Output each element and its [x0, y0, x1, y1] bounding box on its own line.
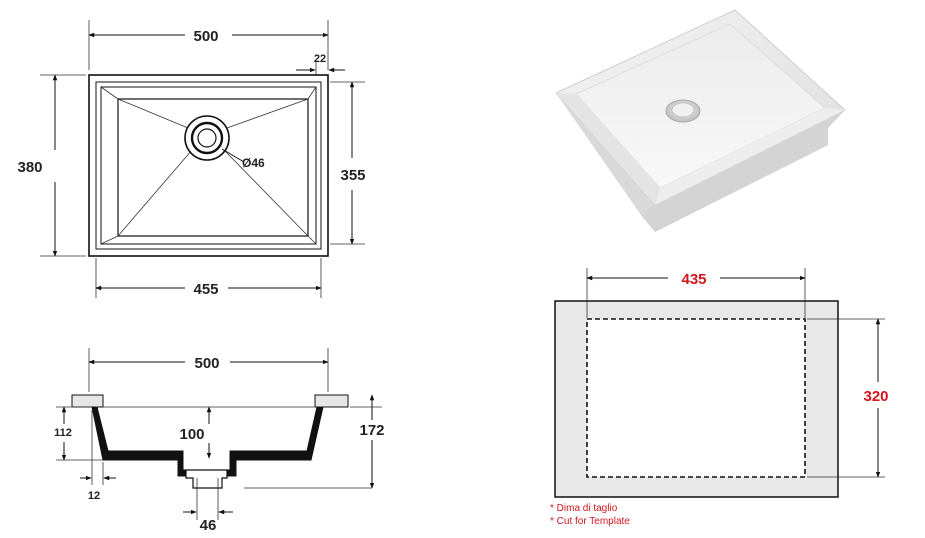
template-view: 435 320 * Dima di taglio * Cut for Templ…: [550, 268, 889, 527]
inner-height-label: 355: [340, 167, 365, 184]
drain-width-label: 46: [200, 517, 217, 534]
left-countertop: [71, 394, 104, 408]
right-countertop: [314, 394, 349, 408]
inner-width-label: 455: [193, 281, 218, 298]
template-note-italian: * Dima di taglio: [550, 503, 618, 514]
drain-diameter-label: Ø46: [242, 156, 265, 170]
total-height-label: 172: [359, 422, 384, 439]
sink-outline: [88, 74, 329, 257]
side-height-label: 112: [54, 427, 72, 439]
bowl-depth-label: 100: [179, 426, 204, 443]
top-height-label: 380: [17, 159, 42, 176]
bowl-outline: [117, 98, 309, 237]
wall-thickness-label: 12: [88, 490, 100, 502]
template-note-english: * Cut for Template: [550, 516, 630, 527]
template-height-label: 320: [863, 388, 888, 405]
section-view: 500 100 172 112 12: [54, 348, 385, 534]
sink-section-profile: [91, 406, 324, 477]
flange-width-label: 22: [314, 53, 326, 65]
section-width-label: 500: [194, 355, 219, 372]
sink-render: [555, 9, 846, 232]
template-width-label: 435: [681, 271, 706, 288]
top-view: 500 22 Ø46 380: [17, 20, 366, 298]
cut-outline: [586, 318, 806, 478]
top-width-label: 500: [193, 28, 218, 45]
